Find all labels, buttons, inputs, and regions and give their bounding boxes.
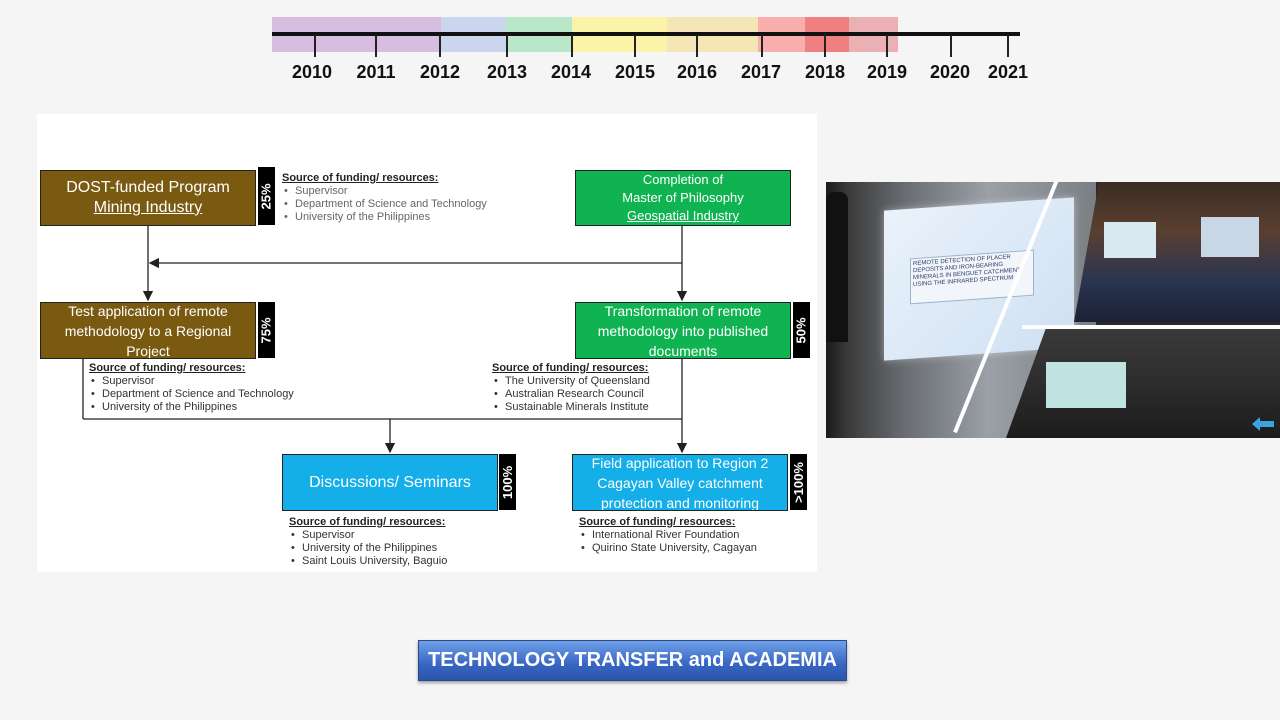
timeline-year: 2012 bbox=[419, 62, 461, 82]
percent-badge: 100% bbox=[499, 454, 516, 510]
timeline-axis bbox=[272, 32, 1020, 36]
bottom-room-screen bbox=[1046, 362, 1126, 408]
funding-item: Supervisor bbox=[89, 375, 294, 388]
mphil-line1: Completion of bbox=[642, 172, 724, 187]
timeline-tick bbox=[634, 35, 636, 57]
funding-item: Department of Science and Technology bbox=[282, 198, 487, 211]
timeline-year: 2021 bbox=[987, 62, 1029, 82]
funding-item: International River Foundation bbox=[579, 529, 757, 542]
test-application-text: Test application of remote methodology t… bbox=[64, 302, 232, 359]
field-application-text: Field application to Region 2 Cagayan Va… bbox=[591, 454, 769, 511]
funding-sources-field: Source of funding/ resources: Internatio… bbox=[579, 516, 757, 555]
top-room-screen bbox=[1104, 222, 1156, 258]
timeline-tick bbox=[439, 35, 441, 57]
funding-item: Sustainable Minerals Institute bbox=[492, 401, 650, 414]
mphil-completion-box: Completion of Master of Philosophy Geosp… bbox=[575, 170, 791, 226]
dost-program-box: DOST-funded Program Mining Industry bbox=[40, 170, 256, 226]
funding-heading: Source of funding/ resources: bbox=[492, 362, 649, 374]
funding-item: University of the Philippines bbox=[89, 401, 294, 414]
transformation-box: Transformation of remote methodology int… bbox=[575, 302, 791, 359]
timeline-tick bbox=[375, 35, 377, 57]
photo-collage: REMOTE DETECTION OF PLACER DEPOSITS AND … bbox=[826, 182, 1280, 438]
funding-item: Supervisor bbox=[282, 185, 487, 198]
timeline-year: 2015 bbox=[614, 62, 656, 82]
funding-item: The University of Queensland bbox=[492, 375, 650, 388]
timeline-tick bbox=[696, 35, 698, 57]
funding-item: Quirino State University, Cagayan bbox=[579, 542, 757, 555]
timeline-tick bbox=[314, 35, 316, 57]
timeline-year: 2019 bbox=[866, 62, 908, 82]
funding-heading: Source of funding/ resources: bbox=[289, 516, 446, 528]
percent-badge: 75% bbox=[258, 302, 275, 358]
test-application-box: Test application of remote methodology t… bbox=[40, 302, 256, 359]
timeline-year: 2017 bbox=[740, 62, 782, 82]
transformation-text: Transformation of remote methodology int… bbox=[597, 302, 769, 359]
timeline-year: 2010 bbox=[291, 62, 333, 82]
collage-divider bbox=[1022, 325, 1280, 329]
percent-badge: 25% bbox=[258, 167, 275, 225]
mphil-line2: Master of Philosophy bbox=[622, 190, 744, 205]
timeline-year: 2011 bbox=[356, 62, 396, 82]
funding-item: Australian Research Council bbox=[492, 388, 650, 401]
timeline-tick bbox=[950, 35, 952, 57]
timeline-year: 2016 bbox=[676, 62, 718, 82]
funding-item: Saint Louis University, Baguio bbox=[289, 555, 447, 568]
timeline-tick bbox=[506, 35, 508, 57]
funding-item: University of the Philippines bbox=[282, 211, 487, 224]
timeline-tick bbox=[761, 35, 763, 57]
dost-program-title: DOST-funded Program bbox=[66, 179, 230, 196]
funding-sources-dost: Source of funding/ resources: Supervisor… bbox=[282, 172, 487, 224]
timeline-year: 2013 bbox=[486, 62, 528, 82]
timeline-year: 2014 bbox=[550, 62, 592, 82]
field-application-box: Field application to Region 2 Cagayan Va… bbox=[572, 454, 788, 511]
presenter-silhouette bbox=[826, 192, 848, 342]
arrow-left-icon[interactable] bbox=[1252, 417, 1274, 431]
funding-item: University of the Philippines bbox=[289, 542, 447, 555]
funding-sources-transform: Source of funding/ resources: The Univer… bbox=[492, 362, 650, 414]
dost-program-industry: Mining Industry bbox=[93, 199, 203, 216]
flow-diagram-panel: DOST-funded Program Mining Industry 25% … bbox=[37, 114, 817, 572]
timeline-tick bbox=[824, 35, 826, 57]
timeline-tick bbox=[1007, 35, 1009, 57]
funding-sources-discussions: Source of funding/ resources: Supervisor… bbox=[289, 516, 447, 568]
timeline-tick bbox=[886, 35, 888, 57]
discussions-seminars-box: Discussions/ Seminars bbox=[282, 454, 498, 511]
percent-badge: >100% bbox=[790, 454, 807, 510]
discussions-text: Discussions/ Seminars bbox=[309, 473, 471, 491]
funding-sources-test: Source of funding/ resources: Supervisor… bbox=[89, 362, 294, 414]
top-room-screen-right bbox=[1201, 217, 1259, 257]
funding-item: Department of Science and Technology bbox=[89, 388, 294, 401]
funding-heading: Source of funding/ resources: bbox=[579, 516, 736, 528]
percent-badge: 50% bbox=[793, 302, 810, 358]
timeline-year: 2020 bbox=[929, 62, 971, 82]
funding-heading: Source of funding/ resources: bbox=[282, 172, 439, 184]
section-banner: TECHNOLOGY TRANSFER and ACADEMIA bbox=[418, 640, 847, 681]
timeline-tick bbox=[571, 35, 573, 57]
funding-item: Supervisor bbox=[289, 529, 447, 542]
funding-heading: Source of funding/ resources: bbox=[89, 362, 246, 374]
connector-lines bbox=[82, 226, 688, 454]
mphil-industry: Geospatial Industry bbox=[626, 208, 739, 223]
timeline-year: 2018 bbox=[804, 62, 846, 82]
